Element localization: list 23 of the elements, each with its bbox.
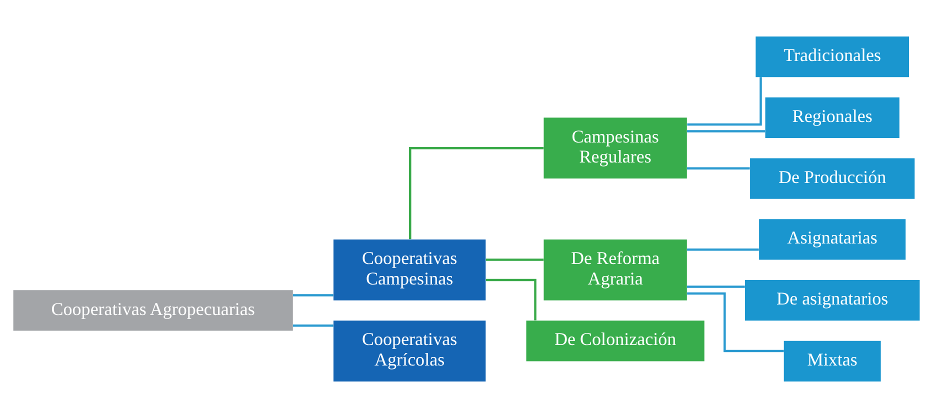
connector xyxy=(686,286,745,288)
connector xyxy=(686,130,766,132)
node-box: Campesinas Regulares xyxy=(544,118,687,179)
connector xyxy=(292,294,334,296)
connector xyxy=(409,147,544,240)
connector xyxy=(687,77,762,126)
connector xyxy=(686,167,750,170)
node-box: De asignatarios xyxy=(744,280,920,321)
node-box: De Colonización xyxy=(526,320,704,362)
node-box: Tradicionales xyxy=(756,36,909,78)
node-box: Cooperativas Campesinas xyxy=(333,239,486,300)
connector xyxy=(687,292,784,352)
node-box: De Reforma Agraria xyxy=(544,239,687,300)
connector xyxy=(686,248,759,251)
node-box: Asignatarias xyxy=(759,219,906,260)
node-box: Cooperativas Agropecuarias xyxy=(13,290,293,331)
connector xyxy=(486,258,544,261)
node-box: Regionales xyxy=(765,97,900,138)
node-box: Mixtas xyxy=(784,340,881,382)
connector xyxy=(292,324,334,327)
node-box: De Producción xyxy=(750,158,915,199)
connector xyxy=(486,278,536,320)
node-box: Cooperativas Agrícolas xyxy=(333,320,486,382)
